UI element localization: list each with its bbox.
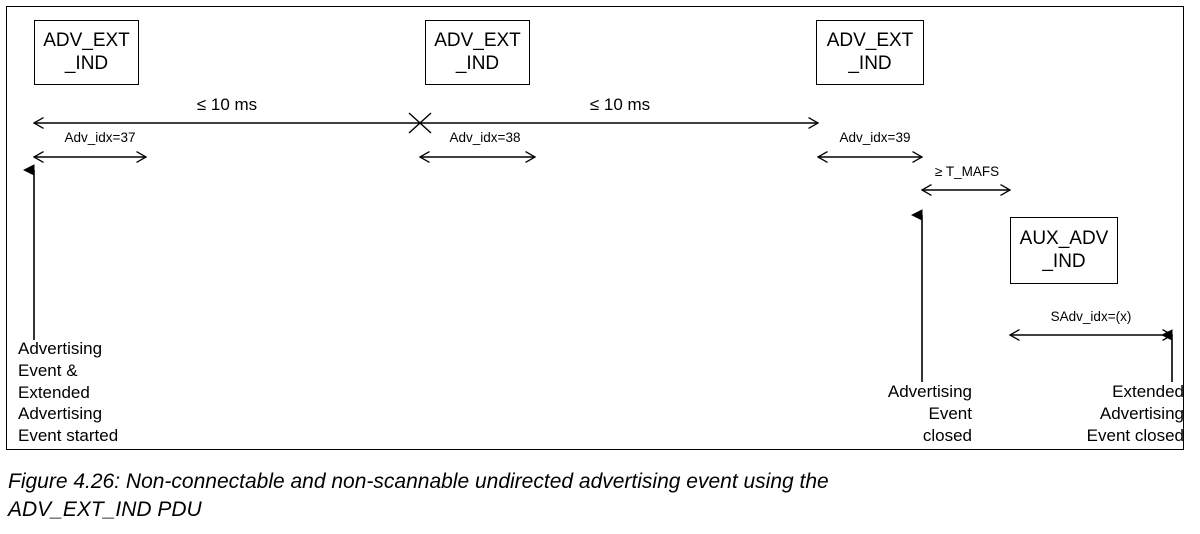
pdu-box-adv-ext-ind-3: ADV_EXT _IND [816,20,924,85]
figure-caption: Figure 4.26: Non-connectable and non-sca… [8,470,829,521]
label-interval-adv-idx-37: Adv_idx=37 [64,130,136,145]
label-event-extended-advertising-closed: Extended Advertising Event closed [1086,382,1184,445]
pdu-label-line1: ADV_EXT [826,30,914,52]
pdu-label-line1: ADV_EXT [43,30,130,52]
pdu-label-line2: _IND [848,52,892,74]
pdu-label-line1: ADV_EXT [434,30,521,52]
label-interval-adv-idx-38: Adv_idx=38 [449,130,521,145]
label-interval-sadv-idx: SAdv_idx=(x) [1050,309,1132,324]
label-interval-t-mafs: ≥ T_MAFS [934,164,1000,179]
label-event-advertising-started: Advertising Event & Extended Advertising… [18,339,119,445]
pdu-label-line2: _IND [455,52,500,74]
pdu-label-line2: _IND [64,52,109,74]
label-interval-advevent-1: ≤ 10 ms [196,95,258,114]
figure-border [6,6,1184,450]
pdu-box-adv-ext-ind-1: ADV_EXT _IND [34,20,139,85]
pdu-box-aux-adv-ind: AUX_ADV _IND [1010,217,1118,284]
label-interval-adv-idx-39: Adv_idx=39 [839,130,911,145]
label-event-advertising-closed: Advertising Event closed [887,382,972,445]
pdu-box-adv-ext-ind-2: ADV_EXT _IND [425,20,530,85]
pdu-label-line1: AUX_ADV [1019,228,1109,250]
pdu-label-line2: _IND [1042,250,1086,272]
label-interval-advevent-2: ≤ 10 ms [589,95,651,114]
